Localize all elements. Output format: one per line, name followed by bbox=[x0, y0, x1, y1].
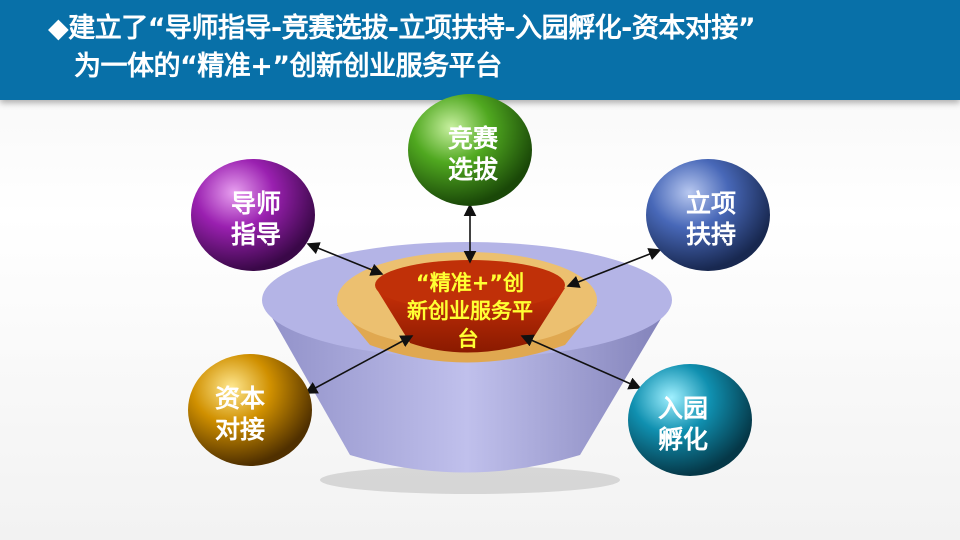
title-line-1: ◆建立了“导师指导-竞赛选拔-立项扶持-入园孵化-资本对接” bbox=[48, 13, 756, 44]
svg-text:扶持: 扶持 bbox=[686, 220, 736, 249]
svg-text:孵化: 孵化 bbox=[658, 425, 708, 454]
svg-text:对接: 对接 bbox=[215, 415, 265, 444]
arrow-mentor bbox=[306, 242, 384, 276]
svg-text:导师: 导师 bbox=[231, 189, 281, 218]
svg-text:入园: 入园 bbox=[658, 394, 708, 423]
arrow-project bbox=[566, 248, 662, 288]
title-line-2: 为一体的“精准+”创新创业服务平台 bbox=[74, 51, 502, 82]
center-label-1: “精准+”创 bbox=[416, 271, 524, 295]
node-capital: 资本 对接 bbox=[188, 354, 312, 466]
svg-text:指导: 指导 bbox=[231, 220, 281, 249]
svg-text:资本: 资本 bbox=[215, 384, 265, 413]
center-label-2: 新创业服务平 bbox=[407, 299, 533, 323]
node-incubation: 入园 孵化 bbox=[628, 364, 752, 476]
center-label-3: 台 bbox=[458, 327, 479, 351]
svg-text:选拔: 选拔 bbox=[448, 155, 499, 184]
connector-arrows bbox=[304, 203, 662, 394]
svg-text:立项: 立项 bbox=[686, 189, 736, 218]
svg-text:竞赛: 竞赛 bbox=[448, 124, 499, 153]
node-mentor: 导师 指导 bbox=[191, 159, 315, 271]
arrow-incubation bbox=[520, 334, 642, 390]
node-competition: 竞赛 选拔 bbox=[408, 94, 532, 206]
arrow-capital bbox=[304, 335, 414, 394]
slide-title: ◆建立了“导师指导-竞赛选拔-立项扶持-入园孵化-资本对接” 为一体的“精准+”… bbox=[48, 10, 756, 86]
node-project: 立项 扶持 bbox=[646, 159, 770, 271]
title-banner: ◆建立了“导师指导-竞赛选拔-立项扶持-入园孵化-资本对接” 为一体的“精准+”… bbox=[0, 0, 960, 100]
